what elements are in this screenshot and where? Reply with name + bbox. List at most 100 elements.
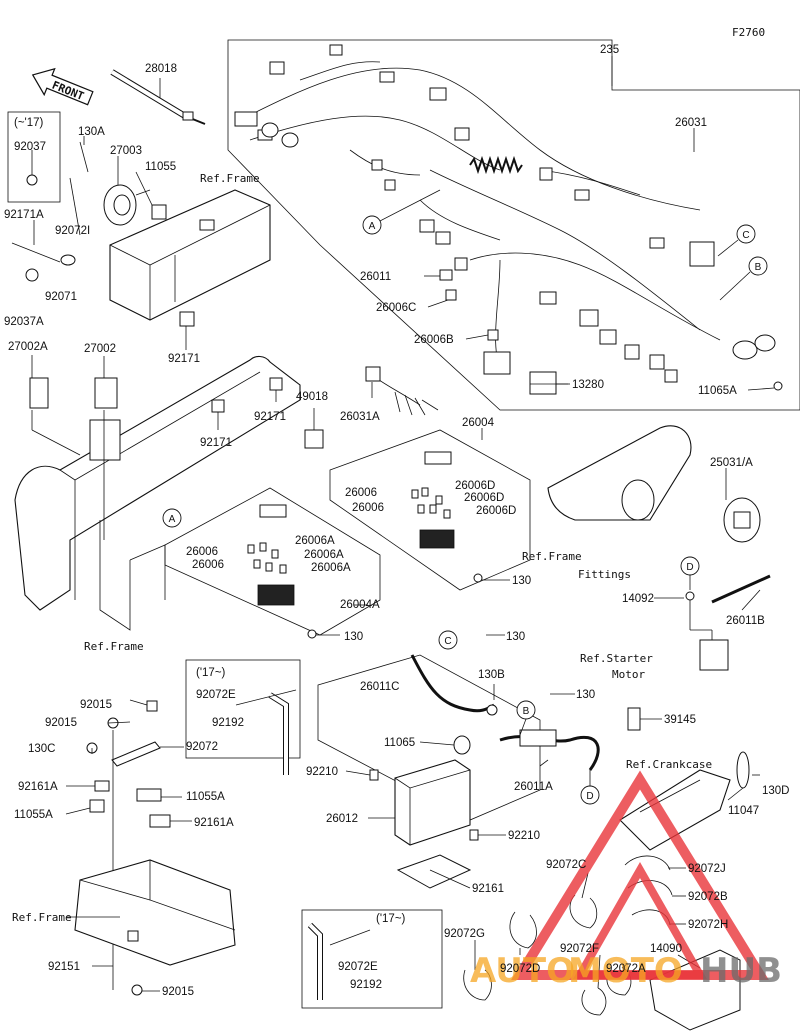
part-label-92015_2: 92015 — [45, 717, 77, 729]
fusebox-26004A-outline — [164, 487, 381, 636]
sub-harness-26031A — [365, 366, 439, 416]
horn-27003 — [103, 184, 151, 226]
part-label-27002: 27002 — [84, 343, 116, 355]
front-arrow-icon: FRONT — [31, 67, 94, 106]
part-label-11055A_2: 11055A — [14, 809, 53, 821]
main-wiring-harness — [234, 44, 783, 391]
part-39145 — [627, 707, 641, 731]
battery-outline — [317, 654, 541, 821]
svg-text:D: D — [686, 562, 693, 573]
part-label-26006A_3: 26006A — [311, 562, 351, 574]
bracket-11055 — [151, 204, 167, 220]
part-label-92072A: 92072A — [606, 963, 646, 975]
part-label-11065: 11065 — [384, 737, 415, 749]
part-label-14090: 14090 — [650, 943, 682, 955]
frame-main — [14, 355, 324, 631]
part-label-11065A: 11065A — [698, 385, 737, 397]
part-label-130D: 130D — [762, 785, 790, 797]
part-label-92072C: 92072C — [546, 859, 586, 871]
svg-text:B: B — [755, 262, 762, 273]
part-label-26004A: 26004A — [340, 599, 380, 611]
part-label-13280: 13280 — [572, 379, 604, 391]
part-label-49018: 49018 — [296, 391, 328, 403]
watermark-moto: MOTO — [568, 951, 683, 991]
part-label-92171c: 92171 — [200, 437, 232, 449]
svg-text:C: C — [444, 636, 451, 647]
part-label-92072G: 92072G — [444, 928, 485, 940]
ref-label-ref_frame_top: Ref.Frame — [200, 172, 260, 185]
part-label-92151: 92151 — [48, 961, 80, 973]
year-note-note_from17_b: ('17~) — [376, 913, 406, 925]
wire-28018 — [110, 69, 206, 125]
bracket-stack-left — [86, 700, 171, 990]
part-label-92072H: 92072H — [688, 919, 728, 931]
callout-A1: A — [362, 189, 441, 235]
ref-label-ref_starter_1: Ref.Starter — [580, 652, 653, 665]
cable-26011B — [711, 574, 771, 604]
note-box-upto17 — [7, 111, 61, 203]
part-label-11055A_1: 11055A — [186, 791, 225, 803]
part-label-26006_r2: 26006 — [352, 502, 384, 514]
part-label-26006C: 26006C — [376, 302, 416, 314]
callout-D2: D — [580, 770, 600, 805]
part-label-27003: 27003 — [110, 145, 142, 157]
starter-relay — [689, 600, 729, 671]
part-label-26011: 26011 — [360, 271, 391, 283]
watermark-hub: HUB — [700, 951, 782, 991]
pad-92210-a — [369, 769, 379, 781]
part-label-92171b: 92171 — [254, 411, 286, 423]
part-label-130_b: 130 — [344, 631, 363, 643]
cable-26011A-boot — [519, 729, 557, 747]
ref-label-ref_frame_fittings_2: Fittings — [578, 568, 631, 581]
part-label-92072B: 92072B — [688, 891, 728, 903]
part-label-26031: 26031 — [675, 117, 707, 129]
label-layer: 2801823526031130A27003110559203792171A92… — [4, 44, 790, 998]
part-label-92210_2: 92210 — [508, 830, 540, 842]
part-label-92171A: 92171A — [4, 209, 44, 221]
part-label-130A: 130A — [78, 126, 105, 138]
nut-14092 — [685, 591, 695, 601]
part-label-26011B: 26011B — [726, 615, 765, 627]
grommet-92071 — [60, 254, 76, 266]
bracket-11047 — [736, 751, 750, 789]
note-box-from17-b — [301, 909, 443, 1009]
part-label-92015_1: 92015 — [80, 699, 112, 711]
note-box-from17-a — [185, 659, 301, 775]
cap-25031A — [723, 497, 761, 543]
part-label-26004: 26004 — [462, 417, 495, 429]
part-label-26006D_3: 26006D — [476, 505, 516, 517]
part-label-26006_r1: 26006 — [345, 487, 377, 499]
svg-text:C: C — [742, 230, 749, 241]
ref-label-ref_frame_bottom: Ref.Frame — [12, 911, 72, 924]
part-label-92072: 92072 — [186, 741, 218, 753]
part-label-92161A_2: 92161A — [194, 817, 234, 829]
part-label-26011C: 26011C — [360, 681, 399, 693]
watermark-auto: AUTO — [470, 951, 575, 991]
battery-26012 — [394, 759, 471, 846]
watermark-logo: AUTO MOTO HUB — [470, 770, 782, 991]
callout-B1: B — [719, 256, 768, 301]
part-label-130_a: 130 — [512, 575, 531, 587]
part-label-11055: 11055 — [145, 161, 176, 173]
part-label-26006A_2: 26006A — [304, 549, 344, 561]
part-label-92171a: 92171 — [168, 353, 200, 365]
svg-text:D: D — [586, 791, 593, 802]
part-label-92015_3: 92015 — [162, 986, 194, 998]
ref-label-ref_crankcase: Ref.Crankcase — [626, 758, 712, 771]
part-label-26006D_1: 26006D — [455, 480, 495, 492]
ref-label-ref_starter_2: Motor — [612, 668, 645, 681]
part-label-235: 235 — [600, 44, 619, 56]
callout-C1: C — [717, 224, 756, 257]
pad-92210-b — [469, 829, 479, 841]
part-label-11047: 11047 — [728, 805, 759, 817]
part-label-92072I: 92072I — [55, 225, 90, 237]
part-label-26006D_2: 26006D — [464, 492, 504, 504]
part-label-130_d: 130 — [576, 689, 595, 701]
part-label-92072D: 92072D — [500, 963, 540, 975]
frame-fittings — [547, 425, 692, 521]
part-label-130_c: 130 — [506, 631, 525, 643]
fusebox-26004-outline — [329, 429, 531, 591]
leader-lines — [31, 56, 775, 992]
part-label-26006B: 26006B — [414, 334, 454, 346]
